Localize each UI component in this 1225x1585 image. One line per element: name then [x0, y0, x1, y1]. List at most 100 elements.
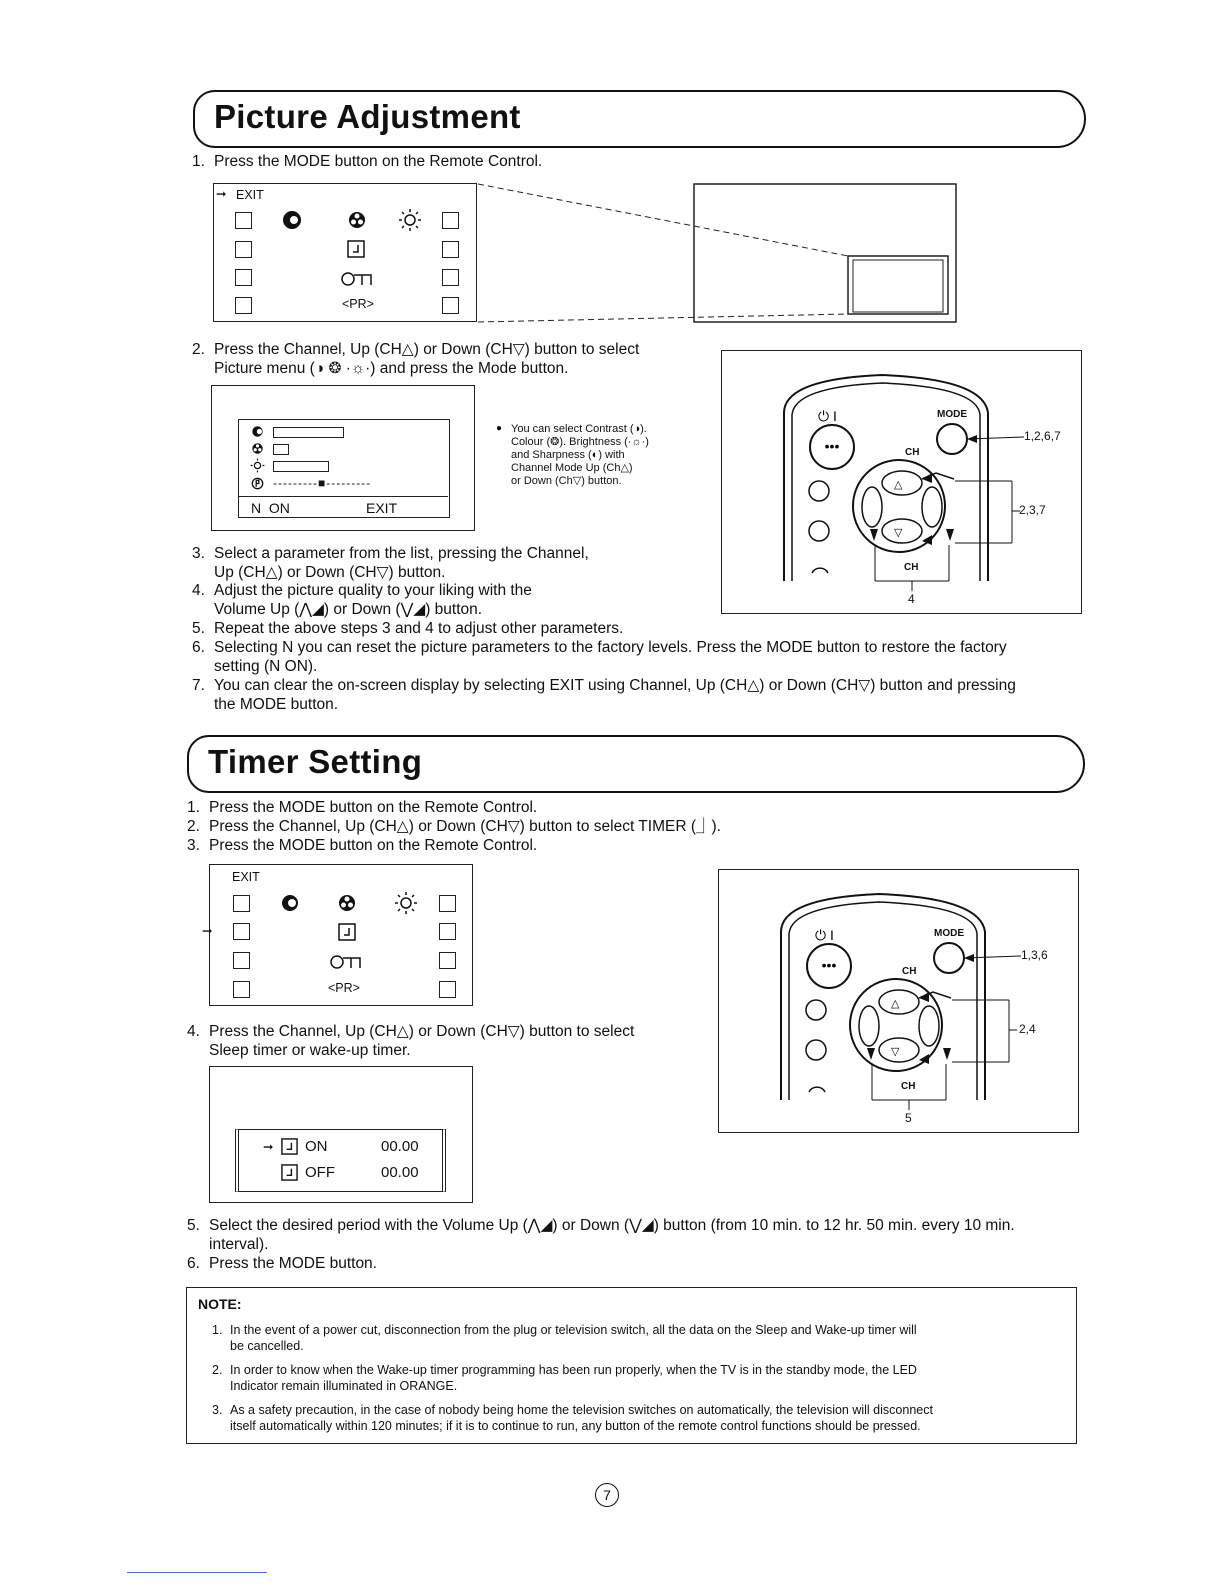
menu-checkbox — [233, 981, 250, 998]
menu-checkbox — [439, 895, 456, 912]
picture-exit-option: EXIT — [366, 500, 398, 516]
menu-checkbox — [442, 269, 459, 286]
svg-text:•••: ••• — [822, 957, 837, 973]
note-box: NOTE: 1.In the event of a power cut, dis… — [186, 1287, 1077, 1444]
bullet-dot-icon: ● — [496, 423, 503, 434]
wake-timer-icon — [281, 1138, 298, 1155]
colour-icon — [339, 895, 355, 911]
menu-checkbox — [235, 297, 252, 314]
menu-exit-label: EXIT — [232, 870, 260, 884]
picture-step-4: 4.Adjust the picture quality to your lik… — [192, 582, 532, 618]
colour-icon — [252, 443, 263, 454]
key-lock-icon — [341, 272, 372, 286]
program-label: <PR> — [342, 297, 374, 311]
menu-arrow-icon: ➞ — [202, 924, 213, 938]
svg-text:△: △ — [891, 998, 900, 1010]
timer-setting-header — [187, 735, 1085, 793]
remote-mode-label: MODE — [934, 928, 964, 939]
timer-icon — [347, 240, 365, 258]
picture-step-2: 2.Press the Channel, Up (CH△) or Down (C… — [192, 341, 640, 377]
timer-main-menu-box: EXIT ➞ <PR> — [202, 864, 473, 1006]
timer-onoff-box: ➞ ON 00.00 OFF 00.00 — [209, 1066, 473, 1203]
menu-checkbox — [442, 241, 459, 258]
callout-label-3: 5 — [905, 1111, 912, 1125]
contrast-icon — [282, 895, 298, 911]
timer-icon — [338, 923, 356, 941]
remote-mode-label: MODE — [937, 409, 967, 420]
menu-checkbox — [235, 241, 252, 258]
timer-step-6: 6.Press the MODE button. — [187, 1255, 377, 1272]
contrast-icon — [283, 211, 301, 229]
picture-adjustment-header — [193, 90, 1086, 148]
remote-ch-label: CH — [905, 447, 920, 458]
picture-step-7: 7.You can clear the on-screen display by… — [192, 677, 1016, 713]
remote-control-illustration: ••• ⏻ I △ ▽ — [780, 892, 1022, 1110]
page-number: 7 — [595, 1483, 619, 1507]
menu-checkbox — [442, 212, 459, 229]
timer-step-5: 5.Select the desired period with the Vol… — [187, 1217, 1015, 1253]
menu-exit-label: EXIT — [236, 188, 264, 202]
picture-step-6: 6.Selecting N you can reset the picture … — [192, 639, 1007, 675]
bullet-text: You can select Contrast (◑). Colour (❂).… — [511, 423, 649, 487]
note-item-2: 2.In order to know when the Wake-up time… — [212, 1363, 917, 1393]
timer-step-4: 4.Press the Channel, Up (CH△) or Down (C… — [187, 1023, 635, 1059]
timer-off-label: OFF — [305, 1164, 335, 1181]
timer-onoff-inner: ➞ ON 00.00 OFF 00.00 — [235, 1129, 446, 1192]
picture-settings-inner: ---------■--------- N ON EXIT — [238, 419, 450, 518]
remote-ch-bottom-label: CH — [901, 1081, 916, 1092]
contrast-icon — [252, 426, 263, 437]
note-item-1: 1.In the event of a power cut, disconnec… — [212, 1323, 917, 1353]
menu-checkbox — [439, 923, 456, 940]
picture-step-1: 1.Press the MODE button on the Remote Co… — [192, 153, 543, 170]
timer-on-label: ON — [305, 1138, 328, 1155]
remote-ch-bottom-label: CH — [904, 562, 919, 573]
picture-step-3: 3.Select a parameter from the list, pres… — [192, 545, 589, 581]
callout-label-3: 4 — [908, 592, 915, 606]
timer-off-time: 00.00 — [381, 1164, 419, 1181]
timer-step-2: 2.Press the Channel, Up (CH△) or Down (C… — [187, 818, 721, 835]
menu-checkbox — [439, 952, 456, 969]
brightness-icon — [399, 209, 421, 231]
menu-checkbox — [233, 952, 250, 969]
timer-on-time: 00.00 — [381, 1138, 419, 1155]
program-label: <PR> — [328, 981, 360, 995]
tv-screen-diagram — [477, 183, 957, 323]
menu-checkbox — [233, 923, 250, 940]
picture-main-menu-box: ➞ EXIT <PR> — [213, 183, 477, 322]
menu-checkbox — [233, 895, 250, 912]
remote-control-illustration: ••• ⏻ I △ ▽ — [783, 373, 1025, 591]
brightness-icon — [250, 458, 265, 473]
colour-icon — [349, 212, 365, 228]
timer-step-3: 3.Press the MODE button on the Remote Co… — [187, 837, 538, 854]
key-lock-icon — [330, 955, 361, 969]
brightness-icon — [395, 892, 417, 914]
svg-text:⏻ I: ⏻ I — [818, 408, 837, 424]
svg-text:•••: ••• — [825, 438, 840, 454]
picture-step-5: 5.Repeat the above steps 3 and 4 to adju… — [192, 620, 624, 637]
sharpness-scale: ---------■--------- — [273, 476, 372, 490]
svg-text:△: △ — [894, 479, 903, 491]
sharpness-icon — [251, 477, 264, 490]
remote-diagram-box-2: ••• ⏻ I △ ▽ MODE CH CH 1,3,6 2,4 5 — [718, 869, 1079, 1133]
remote-ch-label: CH — [902, 966, 917, 977]
callout-label-2: 2,3,7 — [1019, 503, 1046, 517]
svg-text:⏻ I: ⏻ I — [815, 927, 834, 943]
colour-level-bar — [273, 444, 289, 455]
svg-text:▽: ▽ — [894, 527, 903, 539]
contrast-level-bar — [273, 427, 344, 438]
menu-checkbox — [439, 981, 456, 998]
sleep-timer-icon — [281, 1164, 298, 1181]
footer-link-underline — [127, 1572, 267, 1573]
picture-menu-divider — [239, 496, 448, 497]
picture-adjustment-title: Picture Adjustment — [214, 98, 521, 135]
timer-setting-title: Timer Setting — [208, 743, 423, 780]
menu-arrow-icon: ➞ — [216, 187, 227, 201]
timer-select-arrow-icon: ➞ — [263, 1140, 274, 1154]
callout-label-1: 1,3,6 — [1021, 948, 1048, 962]
note-heading: NOTE: — [198, 1296, 242, 1312]
menu-checkbox — [235, 212, 252, 229]
menu-checkbox — [442, 297, 459, 314]
timer-step-1: 1.Press the MODE button on the Remote Co… — [187, 799, 538, 816]
brightness-level-bar — [273, 461, 329, 472]
note-item-3: 3.As a safety precaution, in the case of… — [212, 1403, 933, 1433]
